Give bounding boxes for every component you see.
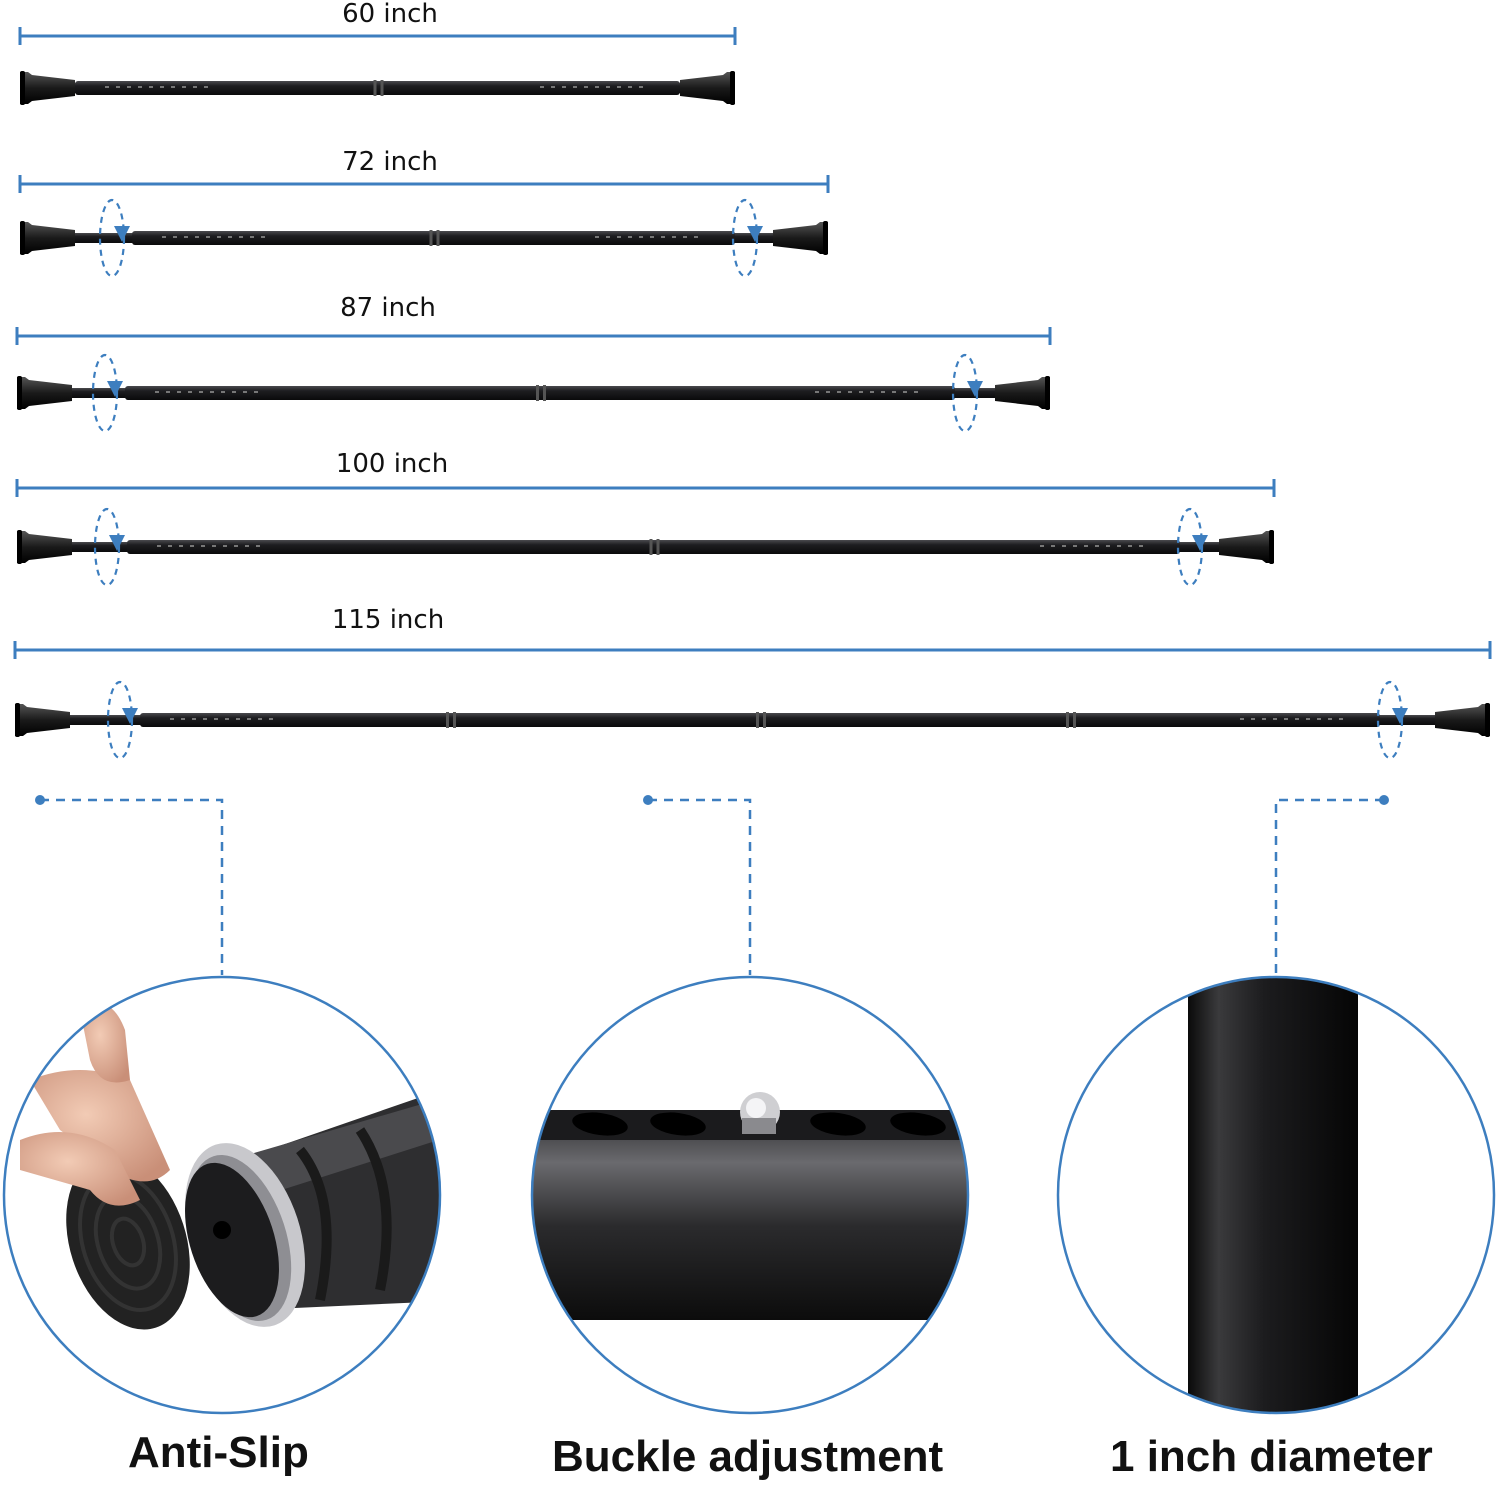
- dimension-line: [15, 327, 1052, 345]
- connector-buckle: [643, 795, 752, 975]
- end-cap-left: [17, 376, 72, 410]
- feature-label-buckle-adjustment: Buckle adjustment: [552, 1432, 944, 1481]
- feature-label-anti-slip: Anti-Slip: [128, 1428, 309, 1477]
- tension-rod: [20, 221, 828, 255]
- end-cap-right: [1435, 703, 1490, 737]
- end-cap-left: [17, 530, 72, 564]
- rotate-arrow-icon: [1376, 680, 1408, 760]
- rotate-arrow-icon: [98, 198, 130, 278]
- diameter-detail: [1056, 975, 1496, 1415]
- rotate-arrow-icon: [731, 198, 763, 278]
- rod-row-4: 100 inch: [15, 449, 1276, 587]
- connector-diameter: [1274, 795, 1389, 975]
- end-cap-right: [773, 221, 828, 255]
- rod-row-2: 72 inch: [18, 147, 830, 278]
- length-label: 115 inch: [332, 605, 444, 635]
- rotate-arrow-icon: [93, 507, 125, 587]
- dimension-line: [15, 479, 1276, 497]
- length-label: 100 inch: [336, 449, 448, 479]
- tension-rod: [17, 530, 1274, 564]
- rotate-arrow-icon: [951, 353, 983, 433]
- rotate-arrow-icon: [91, 353, 123, 433]
- connector-lines: [35, 795, 1389, 975]
- tension-rod: [15, 703, 1490, 737]
- length-label: 72 inch: [342, 147, 438, 177]
- rotate-arrow-icon: [106, 680, 138, 760]
- tension-rod: [20, 71, 735, 105]
- rotate-arrow-icon: [1176, 507, 1208, 587]
- rod-row-1: 60 inch: [18, 0, 737, 105]
- length-label: 60 inch: [342, 0, 438, 29]
- length-label: 87 inch: [340, 293, 436, 323]
- connector-anti-slip: [35, 795, 224, 975]
- end-cap-left: [20, 71, 75, 105]
- dimension-line: [18, 175, 830, 193]
- rods-group: 60 inch 72 inch 87 inch 100 inch 115 inch: [13, 0, 1492, 760]
- end-cap-left: [20, 221, 75, 255]
- tension-rod: [17, 376, 1050, 410]
- end-cap-left: [15, 703, 70, 737]
- end-cap-right: [995, 376, 1050, 410]
- anti-slip-detail: [2, 975, 442, 1415]
- dimension-line: [18, 27, 737, 45]
- buckle-detail: [530, 975, 970, 1415]
- end-cap-right: [1219, 530, 1274, 564]
- rod-row-5: 115 inch: [13, 605, 1492, 760]
- rod-row-3: 87 inch: [15, 293, 1052, 433]
- end-cap-right: [680, 71, 735, 105]
- dimension-line: [13, 641, 1492, 659]
- feature-label-diameter: 1 inch diameter: [1110, 1432, 1433, 1481]
